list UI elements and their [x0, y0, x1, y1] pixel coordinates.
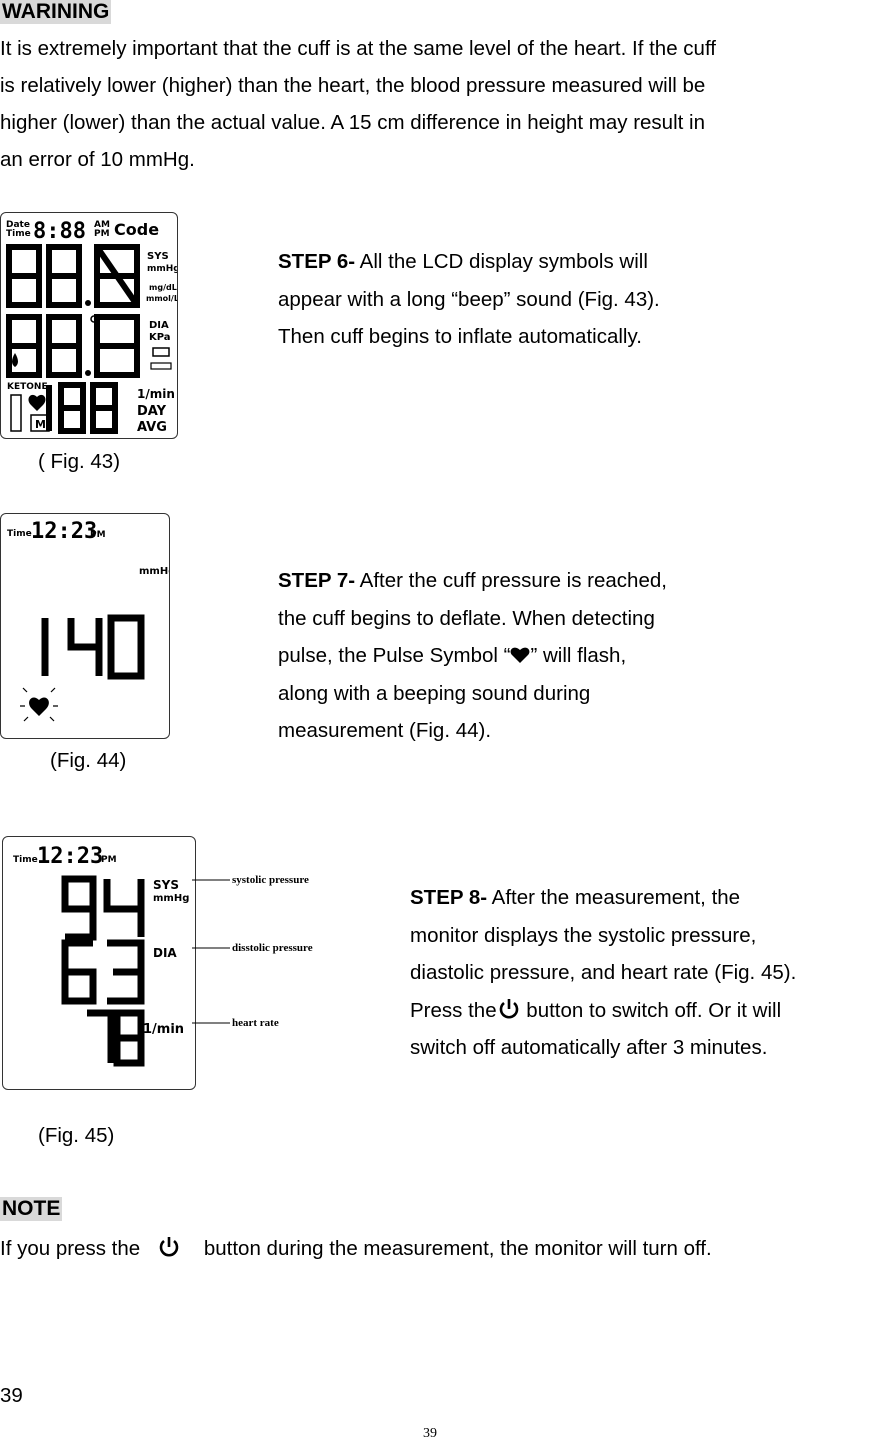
- heart-icon: [28, 394, 46, 411]
- svg-text:DIA: DIA: [153, 946, 177, 960]
- lcd-result-figure: Time 12:23 PM SYS mmHg DIA 1/min: [2, 836, 196, 1090]
- annotation-leader-lines: [192, 879, 230, 1024]
- lcd-full-display-figure: Date Time 8:88 AM PM Code SYS mmHg mg/dL…: [0, 212, 178, 439]
- svg-text:PM: PM: [94, 229, 110, 239]
- svg-text:SYS: SYS: [153, 878, 179, 892]
- svg-text:AM: AM: [94, 220, 110, 230]
- svg-text:PM: PM: [101, 855, 117, 865]
- lcd-time-label: Time: [6, 229, 31, 239]
- diastolic-annotation: disstolic pressure: [232, 942, 313, 954]
- fig45-caption: (Fig. 45): [38, 1124, 115, 1147]
- lcd-time-digits: 12:23: [31, 519, 97, 544]
- systolic-annotation: systolic pressure: [232, 874, 309, 886]
- svg-text:PM: PM: [90, 530, 106, 540]
- warning-line: higher (lower) than the actual value. A …: [0, 111, 705, 134]
- step6-label: STEP 6-: [278, 250, 356, 273]
- note-text: If you press the button during the measu…: [0, 1237, 712, 1260]
- lcd-inflate-figure: Time 12:23 PM mmHg: [0, 513, 170, 739]
- warning-heading: WARINING: [0, 0, 112, 24]
- step6-text: STEP 6- All the LCD display symbols will…: [278, 250, 660, 348]
- warning-line: an error of 10 mmHg.: [0, 148, 195, 171]
- step8-text: STEP 8- After the measurement, the monit…: [410, 886, 797, 1059]
- svg-text:Time: Time: [7, 529, 32, 539]
- lcd-time-digits: 12:23: [37, 844, 103, 869]
- note-heading: NOTE: [0, 1197, 63, 1221]
- svg-text:AVG: AVG: [137, 420, 167, 435]
- svg-text:1/min: 1/min: [143, 1022, 184, 1037]
- page-number: 39: [0, 1384, 23, 1407]
- svg-text:KPa: KPa: [149, 332, 171, 343]
- power-icon: [159, 1237, 179, 1257]
- svg-text:SYS: SYS: [147, 251, 169, 262]
- power-icon: [499, 998, 518, 1018]
- svg-text:mmHg: mmHg: [147, 264, 177, 274]
- svg-text:M: M: [35, 418, 46, 431]
- pulse-heart-icon: [29, 697, 49, 716]
- lcd-ketone-label: KETONE: [7, 382, 48, 392]
- battery-icon: [152, 347, 170, 357]
- svg-text:DAY: DAY: [137, 404, 167, 419]
- lcd-code-label: Code: [114, 220, 159, 239]
- step8-label: STEP 8-: [410, 886, 488, 909]
- heart-icon: [511, 647, 530, 663]
- warning-line: is relatively lower (higher) than the he…: [0, 74, 706, 97]
- svg-text:Time: Time: [13, 855, 38, 865]
- lcd-date-label: Date: [6, 220, 30, 230]
- svg-text:mmHg: mmHg: [139, 566, 169, 577]
- svg-text:DIA: DIA: [149, 320, 169, 331]
- warning-line: It is extremely important that the cuff …: [0, 37, 716, 60]
- svg-text:mmol/L: mmol/L: [146, 294, 177, 303]
- step7-text: STEP 7- After the cuff pressure is reach…: [278, 569, 667, 742]
- svg-text:mmHg: mmHg: [153, 893, 189, 904]
- ketone-bar-icon: [10, 394, 22, 432]
- fig44-caption: (Fig. 44): [50, 749, 127, 772]
- cuff-icon: [150, 362, 172, 370]
- fig43-caption: ( Fig. 43): [38, 450, 121, 473]
- lcd-time-digits: 8:88: [33, 219, 86, 244]
- drop-icon: [12, 353, 18, 367]
- step7-label: STEP 7-: [278, 569, 356, 592]
- svg-text:mg/dL: mg/dL: [149, 283, 177, 292]
- warning-text: It is extremely important that the cuff …: [0, 30, 878, 178]
- svg-text:1/min: 1/min: [137, 387, 175, 401]
- heart-rate-annotation: heart rate: [232, 1017, 279, 1029]
- footer-page-number: 39: [423, 1426, 437, 1441]
- memory-icon: [30, 414, 50, 432]
